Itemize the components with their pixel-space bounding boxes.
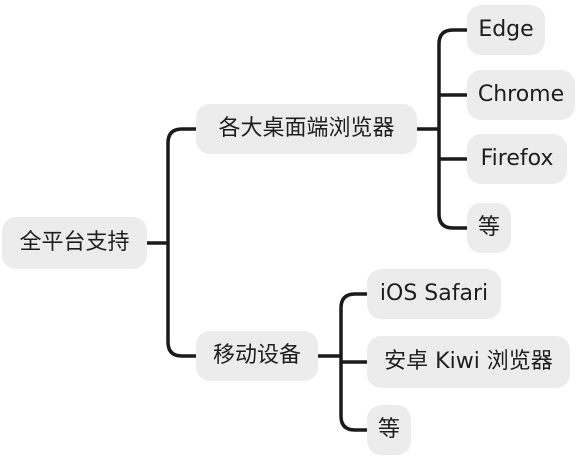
- branch-node-desktop-browsers[interactable]: 各大桌面端浏览器: [196, 104, 417, 154]
- leaf-node-desktop-etc[interactable]: 等: [467, 203, 511, 253]
- leaf-node-ios-safari[interactable]: iOS Safari: [367, 269, 501, 319]
- connector-desktop-to-children: [415, 28, 469, 230]
- leaf-node-mobile-etc[interactable]: 等: [367, 405, 411, 455]
- leaf-node-edge[interactable]: Edge: [467, 5, 545, 55]
- connector-mobile-to-children: [316, 292, 369, 432]
- leaf-node-chrome[interactable]: Chrome: [467, 70, 575, 120]
- branch-node-mobile-devices[interactable]: 移动设备: [196, 331, 318, 381]
- leaf-node-firefox[interactable]: Firefox: [467, 134, 567, 184]
- leaf-node-android-kiwi[interactable]: 安卓 Kiwi 浏览器: [367, 336, 570, 388]
- connector-root-to-branches: [145, 127, 198, 358]
- root-node[interactable]: 全平台支持: [2, 217, 147, 269]
